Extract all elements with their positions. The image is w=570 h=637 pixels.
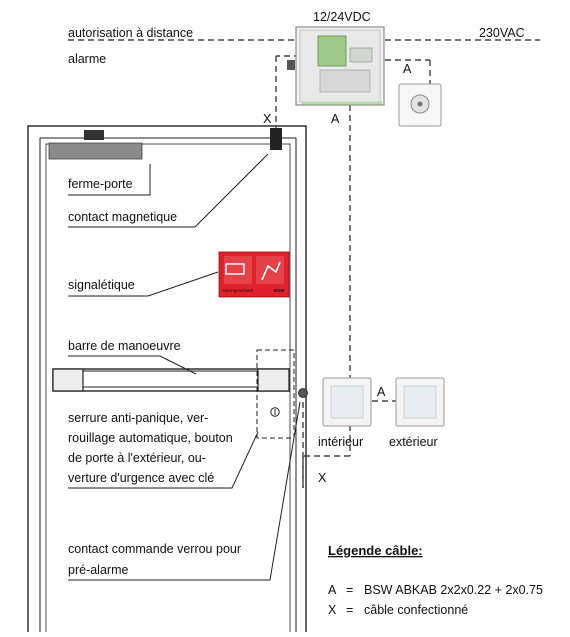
legend-a-key: A <box>328 583 337 597</box>
label-lock-line-2: rouillage automatique, bouton <box>68 431 233 445</box>
runner-icon <box>261 261 281 281</box>
door <box>27 125 307 637</box>
leader-lines <box>68 153 301 581</box>
label-remote-authorisation: autorisation à distance <box>68 26 193 40</box>
label-keypad-interior: intérieur <box>318 435 363 449</box>
sign-caption: Alarmgesichert! <box>222 288 253 293</box>
label-prealarm-line-2: pré-alarme <box>68 563 128 577</box>
label-door-closer: ferme-porte <box>68 177 133 191</box>
legend-x-key: X <box>328 603 337 617</box>
leader-signage <box>68 271 219 297</box>
cable-label-a-switch: A <box>403 62 412 76</box>
leader-door-closer <box>68 164 151 196</box>
keypad-exterior-grid-icon <box>403 385 437 419</box>
label-magnetic-contact: contact magnetique <box>68 210 177 224</box>
label-keypad-exterior: extérieur <box>389 435 438 449</box>
keypad-interior-grid-icon <box>330 385 364 419</box>
door-closer <box>48 142 143 160</box>
runner-pictogram-icon <box>256 256 284 284</box>
cable-label-a-keypad: A <box>377 385 386 399</box>
control-board-icon <box>317 35 347 67</box>
signage: Alarmgesichert! BSW <box>218 251 290 298</box>
camera-icon <box>225 263 245 275</box>
label-lock-line-1: serrure anti-panique, ver- <box>68 411 208 425</box>
alarm-sign <box>218 251 290 298</box>
label-alarm: alarme <box>68 52 106 66</box>
legend-a-desc: BSW ABKAB 2x2x0.22 + 2x0.75 <box>364 583 543 597</box>
panic-bar-push <box>81 370 259 388</box>
legend-a-eq: = <box>346 583 353 597</box>
lock-area-outline <box>256 349 295 439</box>
leader-magnetic-contact <box>68 153 269 228</box>
cable-label-x-top: X <box>263 112 272 126</box>
panic-bar <box>52 368 290 392</box>
cable-legend: Légende câble: A = BSW ABKAB 2x2x0.22 + … <box>328 543 543 617</box>
key-switch-center-icon <box>417 101 423 107</box>
leader-operating-bar <box>68 355 197 375</box>
label-operating-bar: barre de manoeuvre <box>68 339 181 353</box>
sign-brand: BSW <box>274 288 285 293</box>
leader-lock <box>68 431 259 489</box>
label-12-24vdc: 12/24VDC <box>313 10 371 24</box>
cable-label-x-bottom: X <box>318 471 327 485</box>
door-closer-arm-icon <box>84 130 104 140</box>
legend-x-desc: câble confectionné <box>364 603 468 617</box>
legend-x-eq: = <box>346 603 353 617</box>
cable-gland-icon <box>287 60 295 70</box>
magnetic-contact-icon <box>270 128 282 150</box>
door-frame-inner <box>39 137 297 637</box>
label-lock-line-3: de porte à l'extérieur, ou- <box>68 451 206 465</box>
legend-title: Légende câble: <box>328 543 423 558</box>
cable-label-a-vertical: A <box>331 112 340 126</box>
camera-pictogram-icon <box>224 256 252 284</box>
control-unit: 12/24VDC <box>287 10 385 106</box>
label-prealarm-line-1: contact commande verrou pour <box>68 542 241 556</box>
terminal-block-icon <box>349 47 373 63</box>
keypad-interior <box>322 377 372 427</box>
label-lock-line-4: verture d'urgence avec clé <box>68 471 214 485</box>
power-supply-icon <box>319 69 371 93</box>
key-cylinder-icon <box>270 407 280 417</box>
door-frame-outer <box>27 125 307 637</box>
keypad-exterior <box>395 377 445 427</box>
label-signage: signalétique <box>68 278 135 292</box>
panic-bar-left-end <box>52 368 84 392</box>
door-leaf <box>45 143 291 637</box>
panic-bar-right-end <box>257 368 290 392</box>
label-230vac: 230VAC <box>479 26 525 40</box>
key-switch <box>398 83 442 127</box>
prealarm-contact-icon <box>298 388 308 398</box>
leader-prealarm <box>68 401 301 581</box>
